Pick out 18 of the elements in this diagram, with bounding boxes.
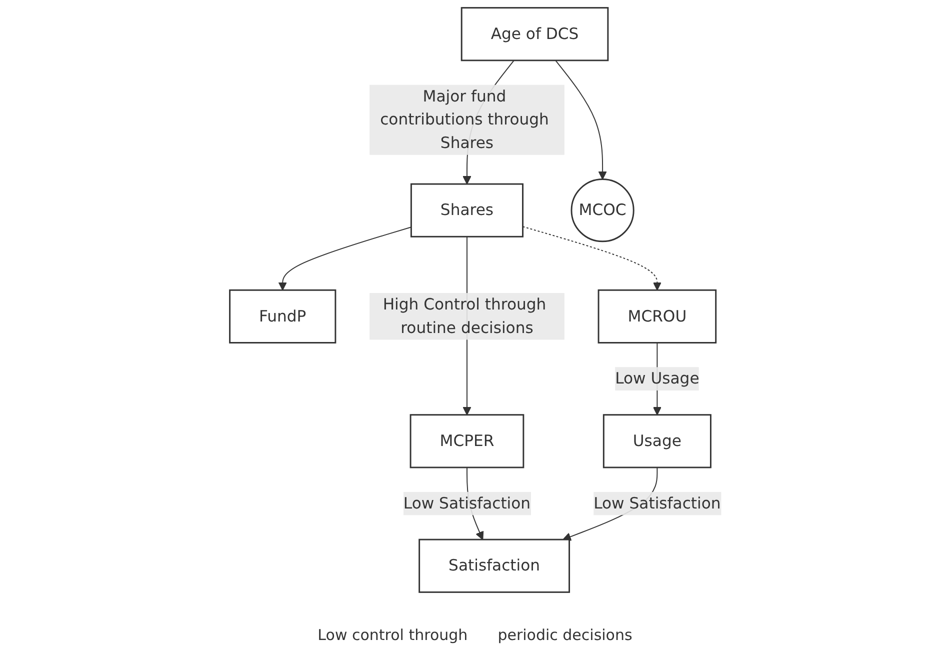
- node-box: FundP: [228, 289, 336, 344]
- arrow: [522, 226, 662, 291]
- node-box: MCROU: [598, 289, 716, 344]
- node-box: MCPER: [410, 414, 524, 468]
- edge-label: Low Satisfaction: [403, 494, 530, 512]
- edge-label: Major fund contributions through Shares: [380, 86, 549, 152]
- arrow: [278, 226, 412, 291]
- node-box: Age of DCS: [460, 7, 608, 62]
- note-text: Low control through: [318, 626, 468, 644]
- node-box: Usage: [602, 414, 712, 468]
- node-box: Shares: [410, 183, 524, 238]
- edge-label: Low Usage: [614, 369, 700, 388]
- note-text: periodic decisions: [498, 626, 632, 644]
- edge-label: Low Satisfaction: [593, 494, 720, 512]
- node-circle: MCOC: [570, 178, 634, 242]
- node-box: Satisfaction: [418, 538, 570, 593]
- arrow: [554, 60, 607, 180]
- edge-label: High Control through routine decisions: [382, 295, 546, 337]
